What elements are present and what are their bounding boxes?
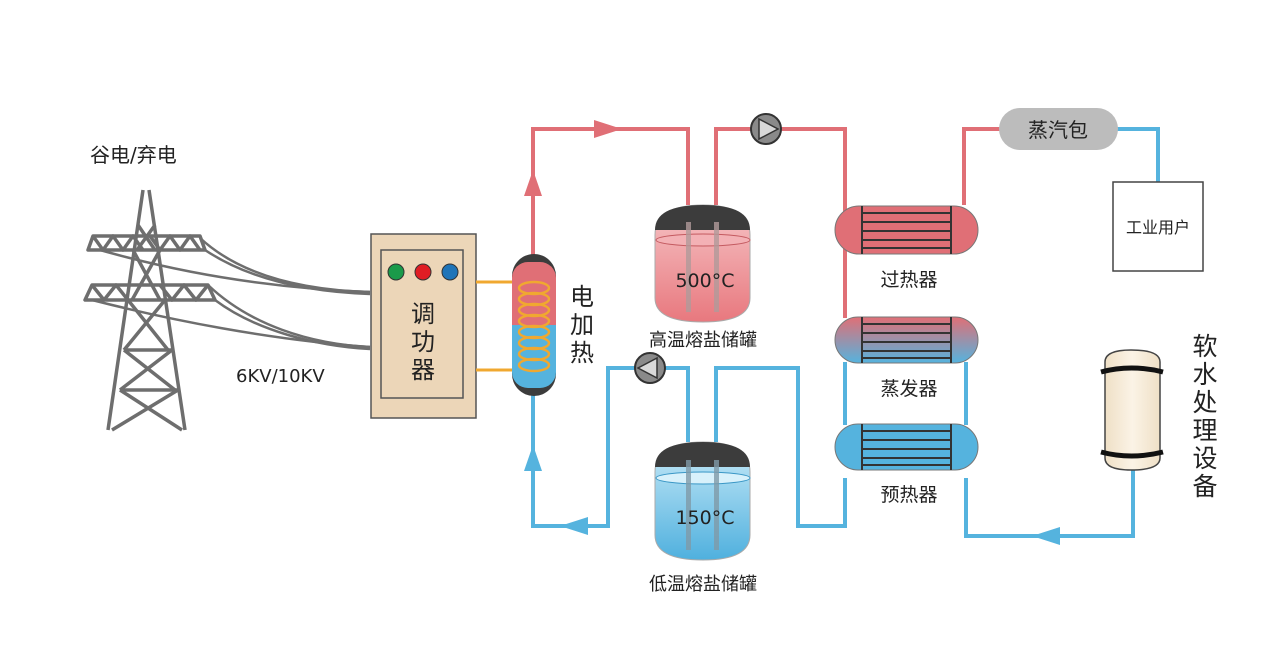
grid-source-label: 谷电/弃电: [90, 143, 177, 167]
superheater: [834, 205, 979, 255]
hot-tank-label: 高温熔盐储罐: [649, 330, 757, 351]
industrial-user-label: 工业用户: [1126, 218, 1190, 237]
hot-flow-arrow-up: [524, 170, 542, 196]
svg-text:软: 软: [1192, 332, 1217, 361]
heater-label-char-1: 电: [570, 283, 594, 311]
industrial-user: 工业用户: [1112, 181, 1204, 272]
cold-salt-tank: 150°C: [654, 441, 751, 561]
preheater: [834, 423, 979, 471]
heater-label-char-3: 热: [570, 339, 594, 367]
svg-text:水: 水: [1192, 360, 1217, 389]
cold-pipes: [531, 127, 1160, 538]
heater-label-char-2: 加: [570, 311, 594, 339]
regulator-label-char-3: 器: [411, 356, 435, 384]
electric-heater: 电 加 热: [512, 254, 594, 396]
water-softener: [1100, 349, 1164, 471]
heater-supply-wires: [476, 280, 518, 372]
water-softener-label: 软 水 处 理 设 备: [1192, 332, 1217, 501]
green-indicator-icon: [387, 263, 405, 281]
cold-tank-label: 低温熔盐储罐: [649, 574, 757, 595]
power-lines: [91, 237, 371, 351]
hot-flow-arrow-right: [594, 120, 622, 138]
cold-salt-pump-icon: [634, 352, 666, 384]
voltage-label: 6KV/10KV: [236, 366, 325, 387]
superheater-label: 过热器: [880, 269, 937, 291]
evaporator-label: 蒸发器: [880, 378, 937, 400]
steam-drum-label: 蒸汽包: [1028, 118, 1088, 142]
hot-salt-tank: 500°C: [654, 204, 751, 323]
hot-salt-pump-icon: [750, 113, 782, 145]
svg-text:处: 处: [1192, 388, 1217, 417]
red-indicator-icon: [414, 263, 432, 281]
evaporator: [834, 316, 979, 364]
svg-text:理: 理: [1192, 416, 1217, 445]
hot-tank-temperature: 500°C: [675, 270, 734, 292]
heating-coil-icon: [517, 280, 551, 373]
regulator-label-char-2: 功: [411, 328, 435, 356]
transmission-tower: [83, 189, 217, 432]
cold-flow-arrow-left: [560, 517, 588, 535]
cold-flow-arrow-up: [524, 445, 542, 471]
regulator-label-char-1: 调: [411, 300, 435, 328]
power-regulator: 调 功 器: [370, 233, 477, 419]
blue-indicator-icon: [441, 263, 459, 281]
water-flow-arrow-left: [1032, 527, 1060, 545]
steam-drum: 蒸汽包: [999, 108, 1118, 150]
svg-text:备: 备: [1192, 472, 1217, 501]
cold-tank-temperature: 150°C: [675, 507, 734, 529]
preheater-label: 预热器: [880, 484, 937, 506]
svg-text:设: 设: [1192, 444, 1217, 473]
